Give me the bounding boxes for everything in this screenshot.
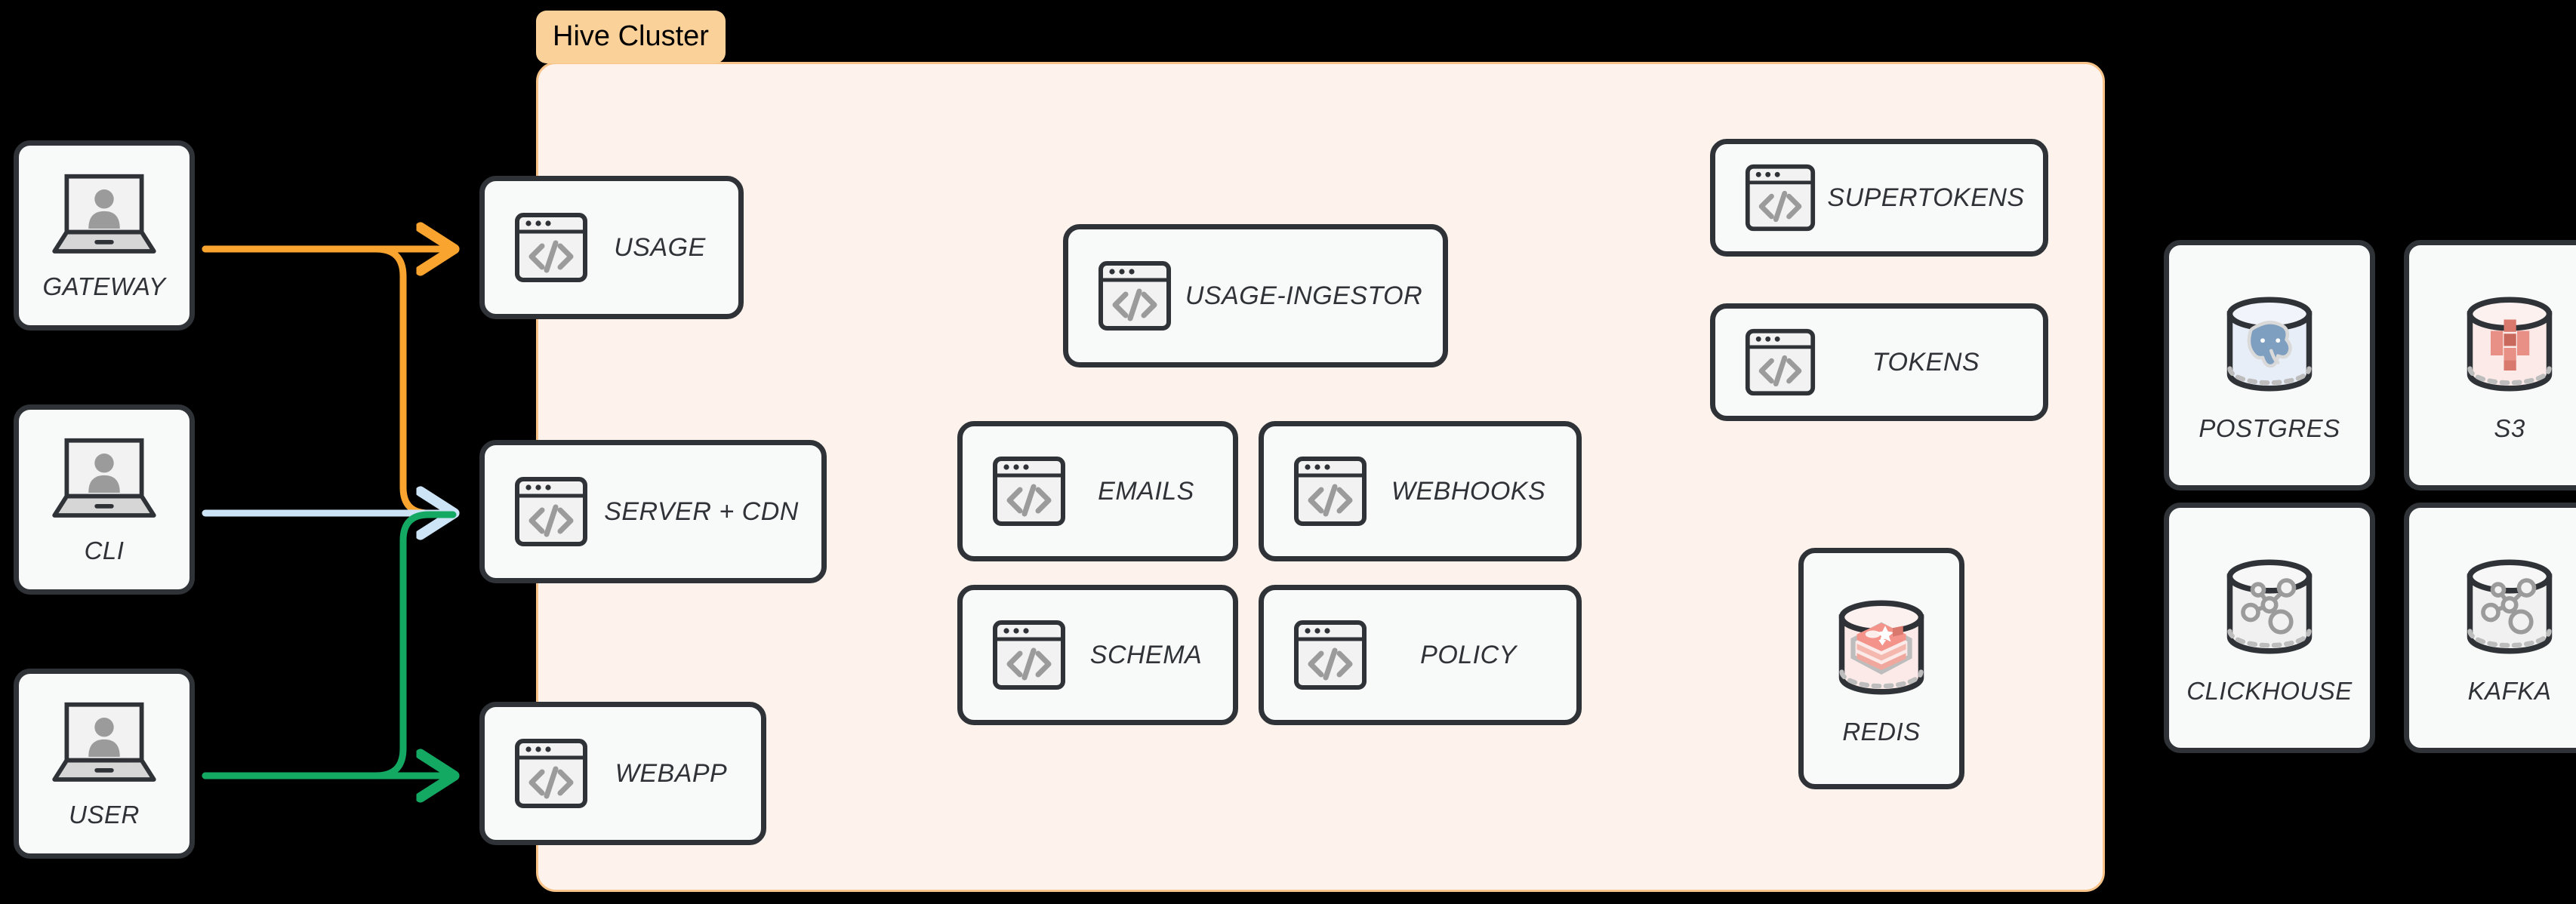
- kafka-cylinder-icon: [2453, 550, 2566, 663]
- code-window-icon: [991, 454, 1067, 529]
- laptop-user-icon: [52, 702, 156, 782]
- s3-cylinder-icon: [2453, 287, 2566, 401]
- laptop-user-icon: [48, 435, 161, 523]
- edge-user-to-server-cdn: [202, 511, 457, 779]
- code-window-icon: [1293, 454, 1368, 529]
- node-webapp[interactable]: WEBAPP: [479, 702, 766, 845]
- code-window-icon: [993, 457, 1065, 526]
- code-window-icon: [1293, 617, 1368, 693]
- postgres-cylinder-icon: [2213, 287, 2326, 401]
- code-window-icon: [513, 474, 589, 549]
- node-usage-ingestor[interactable]: USAGE-INGESTOR: [1063, 224, 1448, 367]
- code-window-icon: [1294, 457, 1367, 526]
- node-label: KAFKA: [2467, 677, 2552, 705]
- code-window-icon: [1097, 258, 1172, 334]
- laptop-user-icon: [52, 438, 156, 518]
- node-label: S3: [2494, 414, 2525, 442]
- laptop-user-icon: [48, 699, 161, 787]
- node-clickhouse[interactable]: CLICKHOUSE: [2164, 503, 2375, 753]
- code-window-icon: [1744, 161, 1816, 234]
- code-window-icon: [1745, 164, 1816, 232]
- node-webhooks[interactable]: WEBHOOKS: [1259, 421, 1582, 561]
- hive-cluster-label: Hive Cluster: [536, 11, 726, 63]
- node-schema[interactable]: SCHEMA: [957, 585, 1238, 725]
- node-s3[interactable]: S3: [2404, 240, 2576, 490]
- laptop-user-icon: [48, 171, 161, 259]
- code-window-icon: [1745, 328, 1816, 396]
- node-label: CLICKHOUSE: [2186, 677, 2353, 705]
- node-label: SUPERTOKENS: [1827, 183, 2025, 212]
- node-label: SCHEMA: [1089, 640, 1203, 669]
- node-supertokens[interactable]: SUPERTOKENS: [1710, 139, 2048, 257]
- code-window-icon: [1294, 620, 1367, 690]
- node-usage[interactable]: USAGE: [479, 176, 744, 319]
- clickhouse-cylinder-icon: [2213, 550, 2326, 663]
- node-postgres[interactable]: POSTGRES: [2164, 240, 2375, 490]
- node-user[interactable]: USER: [14, 669, 195, 859]
- laptop-user-icon: [52, 174, 156, 254]
- code-window-icon: [1744, 326, 1816, 398]
- node-server-cdn[interactable]: SERVER + CDN: [479, 440, 827, 583]
- node-label: USAGE-INGESTOR: [1185, 281, 1423, 310]
- node-label: GATEWAY: [42, 272, 166, 300]
- node-gateway[interactable]: GATEWAY: [14, 140, 195, 331]
- code-window-icon: [991, 617, 1067, 693]
- node-label: WEBAPP: [615, 758, 728, 788]
- code-window-icon: [513, 736, 589, 811]
- code-window-icon: [993, 620, 1065, 690]
- node-label: USAGE: [614, 232, 706, 262]
- node-label: REDIS: [1842, 718, 1921, 746]
- code-window-icon: [515, 213, 587, 282]
- code-window-icon: [515, 477, 587, 546]
- code-window-icon: [513, 210, 589, 285]
- node-label: POSTGRES: [2199, 414, 2340, 442]
- node-redis[interactable]: REDIS: [1798, 548, 1964, 789]
- node-label: TOKENS: [1872, 347, 1980, 377]
- node-tokens[interactable]: TOKENS: [1710, 303, 2048, 421]
- node-policy[interactable]: POLICY: [1259, 585, 1582, 725]
- redis-cylinder-icon: [1825, 591, 1938, 704]
- edge-gateway-to-server-cdn: [202, 245, 457, 517]
- node-label: SERVER + CDN: [604, 497, 799, 526]
- code-window-icon: [1098, 261, 1171, 331]
- code-window-icon: [515, 739, 587, 808]
- node-kafka[interactable]: KAFKA: [2404, 503, 2576, 753]
- node-label: CLI: [84, 536, 125, 564]
- node-label: EMAILS: [1098, 476, 1194, 506]
- node-label: POLICY: [1420, 640, 1517, 669]
- node-cli[interactable]: CLI: [14, 404, 195, 595]
- node-emails[interactable]: EMAILS: [957, 421, 1238, 561]
- node-label: USER: [69, 800, 140, 829]
- node-label: WEBHOOKS: [1391, 476, 1546, 506]
